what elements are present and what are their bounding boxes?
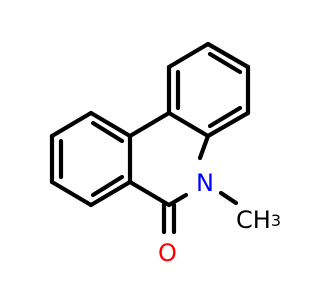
bond: [88, 110, 133, 139]
biaryl-bond: [127, 110, 172, 139]
bond: [218, 190, 239, 206]
double-bond-inner: [90, 174, 125, 198]
central-ring: [127, 110, 239, 235]
bond: [205, 110, 251, 139]
bond: [166, 110, 211, 139]
left-benzene-ring: [49, 110, 133, 208]
bond: [127, 179, 172, 208]
upper-benzene-ring: [166, 41, 251, 139]
bond: [166, 192, 189, 208]
oxygen-atom-label: O: [158, 239, 177, 267]
bond: [166, 41, 211, 70]
bond: [205, 41, 251, 70]
nitrogen-atom-label: N: [196, 169, 214, 197]
bond: [49, 179, 94, 208]
methyl-subscript: 3: [271, 211, 281, 230]
bond: [197, 133, 211, 161]
bond: [49, 110, 94, 139]
bond: [88, 179, 133, 208]
double-bond-inner: [90, 120, 125, 144]
molecule-structure: N O CH3: [49, 41, 281, 267]
double-bond-inner: [207, 105, 243, 129]
methyl-group-label: CH3: [236, 206, 281, 234]
double-bond-inner: [207, 51, 243, 75]
methyl-symbol: CH: [236, 206, 271, 234]
